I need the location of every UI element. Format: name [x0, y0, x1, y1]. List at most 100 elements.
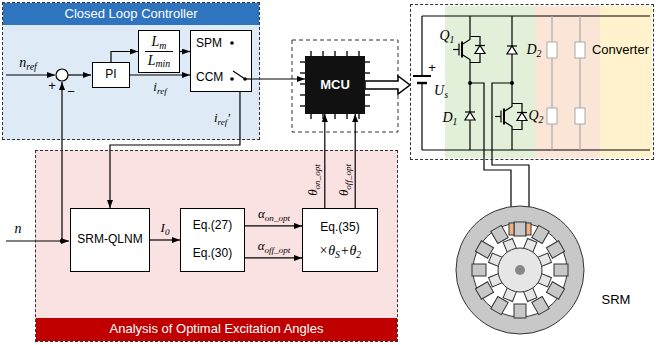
equation-block: Eq.(27)Eq.(30)	[180, 208, 245, 272]
signal-arrow	[111, 52, 138, 63]
text-run: α	[258, 206, 265, 221]
chip-pin	[334, 114, 336, 119]
speed-wire	[6, 240, 69, 241]
text-run: SRM	[602, 292, 631, 307]
equation-block: Eq.(35) ×θS+θ2	[302, 208, 378, 272]
text-run: CCM	[196, 70, 223, 84]
text-run: U	[434, 83, 444, 98]
text-run: θ	[336, 190, 351, 196]
switch-blade	[233, 71, 245, 79]
motor-label: SRM	[602, 293, 631, 308]
phase-shade	[600, 6, 652, 158]
stator-pole	[514, 304, 526, 318]
signal-label: n	[15, 221, 22, 237]
text-run: off_opt	[342, 164, 352, 190]
chip-pin	[365, 94, 370, 96]
diode-symbol	[475, 46, 485, 54]
signal-arrow	[324, 114, 325, 208]
chip-pin	[346, 114, 348, 119]
text-run: Eq.(35)	[320, 220, 359, 234]
stator-yoke	[456, 206, 584, 334]
diode-symbol	[517, 113, 527, 121]
edge-label: I0	[161, 221, 170, 236]
text-run: Q	[528, 108, 538, 123]
battery-wire	[421, 16, 422, 76]
mode-switch: SPM CCM	[190, 30, 252, 92]
node-text: CCM	[196, 71, 223, 85]
text-run: Closed Loop Controller	[65, 7, 198, 22]
text-run: D	[526, 42, 536, 57]
switch-label: Q2	[528, 108, 543, 124]
text-run: 2	[356, 249, 361, 260]
text-run: 2	[539, 114, 544, 125]
ghost-switch	[547, 42, 557, 58]
text-run: θ	[305, 189, 320, 195]
igbt-collector	[504, 83, 512, 112]
node-text: Eq.(27)	[193, 219, 232, 233]
converter-frame: Converter	[410, 4, 654, 160]
text-run: 1	[450, 34, 455, 45]
edge-label: iref	[153, 80, 166, 95]
edge-label: αoff_opt	[258, 239, 291, 254]
phase-coil	[526, 223, 531, 235]
text-run: off_opt	[265, 244, 291, 254]
model-block: SRM-QLNM	[70, 208, 150, 272]
igbt-gate-lead	[453, 49, 459, 50]
node-text: Converter	[592, 43, 649, 58]
text-run: Q	[439, 28, 449, 43]
node-text: PI	[105, 68, 116, 82]
stator-bore	[473, 223, 567, 317]
text-run: D	[442, 110, 452, 125]
signal-arrow	[355, 114, 356, 208]
panel-fill	[35, 150, 398, 342]
signal-wire	[6, 74, 55, 75]
text-run: L	[148, 53, 156, 68]
summing-junction	[56, 69, 68, 81]
node-text: ×θS+θ2	[319, 243, 361, 259]
switch-label: Q1	[439, 28, 454, 44]
signal-arrow	[150, 239, 180, 240]
text-run: I	[161, 220, 165, 235]
text-run: S	[335, 249, 340, 260]
sign-label: +	[48, 79, 56, 94]
diode-bar	[465, 111, 475, 112]
rotor-core	[498, 248, 542, 292]
chip-pin	[365, 105, 370, 107]
node-text: MCU	[320, 78, 350, 93]
signal-arrow	[245, 225, 302, 226]
battery-wire	[421, 83, 422, 150]
text-run: Converter	[592, 42, 649, 57]
node-text: Closed Loop Controller	[3, 3, 259, 25]
node-text: SRM-QLNM	[77, 233, 142, 247]
ghost-switch	[575, 108, 585, 124]
stator-pole	[554, 264, 568, 276]
diode-bar	[517, 112, 527, 113]
igbt-collector	[462, 16, 470, 45]
winding-wire	[492, 83, 529, 224]
winding-wire	[470, 83, 511, 224]
signal-arrow	[130, 74, 190, 75]
panel-fill	[2, 2, 260, 140]
switch-contact	[230, 41, 234, 45]
diode-bar	[507, 45, 517, 46]
diode-bar	[475, 45, 485, 46]
ghost-switch	[547, 108, 557, 124]
node-text: Analysis of Optimal Excitation Angles	[36, 318, 397, 341]
text-run: 0	[165, 226, 170, 236]
text-run: ref	[218, 116, 228, 126]
junction-dot	[60, 239, 64, 243]
igbt-gate-lead	[495, 116, 501, 117]
node-text: SPM	[196, 37, 222, 51]
diode-label: D2	[526, 42, 541, 58]
text-run: 2	[537, 48, 542, 59]
chip-pin	[310, 114, 312, 119]
edge-label: θon_opt	[306, 164, 321, 196]
signal-wire	[68, 74, 91, 75]
signal-arrow	[180, 51, 190, 52]
text-run: on_opt	[265, 212, 290, 222]
text-run: n	[15, 221, 22, 236]
text-run: ×θ	[319, 243, 335, 258]
text-run: Analysis of Optimal Excitation Angles	[110, 322, 324, 337]
